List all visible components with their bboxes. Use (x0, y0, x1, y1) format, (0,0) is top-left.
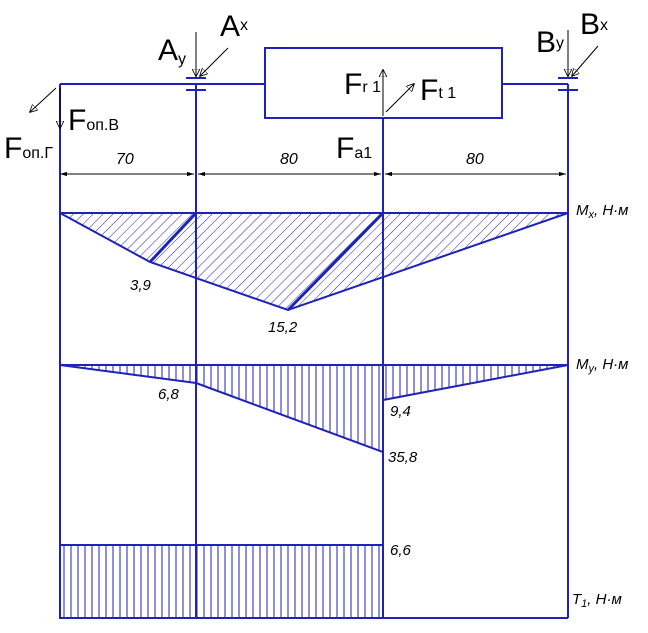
arrow-ft (385, 84, 414, 113)
force-arrows (30, 30, 599, 128)
dimension-80-right: 80 (466, 151, 484, 168)
my-axis-label: My, Н·м (576, 356, 628, 375)
my-area-right (382, 364, 569, 402)
arrow-ax (200, 47, 229, 76)
mx-value-3-9: 3,9 (130, 277, 152, 294)
mx-axis-label: Mx, Н·м (576, 202, 628, 221)
t-axis-label: T1, Н·м (572, 591, 622, 610)
label-ay: Ay (158, 34, 186, 68)
label-ax: Ax (220, 10, 248, 43)
t-value-6-6: 6,6 (390, 542, 412, 559)
my-area-left (59, 364, 197, 385)
label-fa: Fa1 (336, 132, 372, 165)
arrow-fopg (30, 87, 57, 112)
frame-lines (59, 84, 569, 619)
force-labels: Ay Ax By Bx Fr 1 Ft 1 Fa1 Fоп.В Fоп.Г (4, 8, 608, 165)
arrow-bx (572, 45, 599, 76)
label-fr: Fr 1 (344, 68, 381, 101)
mx-stroke-2 (286, 211, 385, 312)
label-ft: Ft 1 (420, 74, 456, 107)
label-fopg: Fоп.Г (4, 132, 53, 165)
t-diagram (59, 544, 384, 619)
my-area-mid (195, 364, 384, 454)
my-value-9-4: 9,4 (390, 403, 411, 420)
dimension-70: 70 (116, 151, 134, 168)
my-diagram (59, 364, 569, 454)
mx-area (59, 212, 569, 312)
mx-stroke-1 (148, 211, 198, 264)
my-value-35-8: 35,8 (388, 449, 418, 466)
shaft-scheme (60, 47, 578, 119)
label-fopv: Fоп.В (68, 104, 119, 137)
mx-diagram (59, 211, 569, 312)
my-value-6-8: 6,8 (158, 386, 180, 403)
dimension-80-left: 80 (280, 151, 298, 168)
label-by: By (536, 26, 564, 59)
t-area (59, 544, 384, 619)
mx-value-15-2: 15,2 (268, 319, 298, 336)
label-bx: Bx (580, 8, 608, 41)
